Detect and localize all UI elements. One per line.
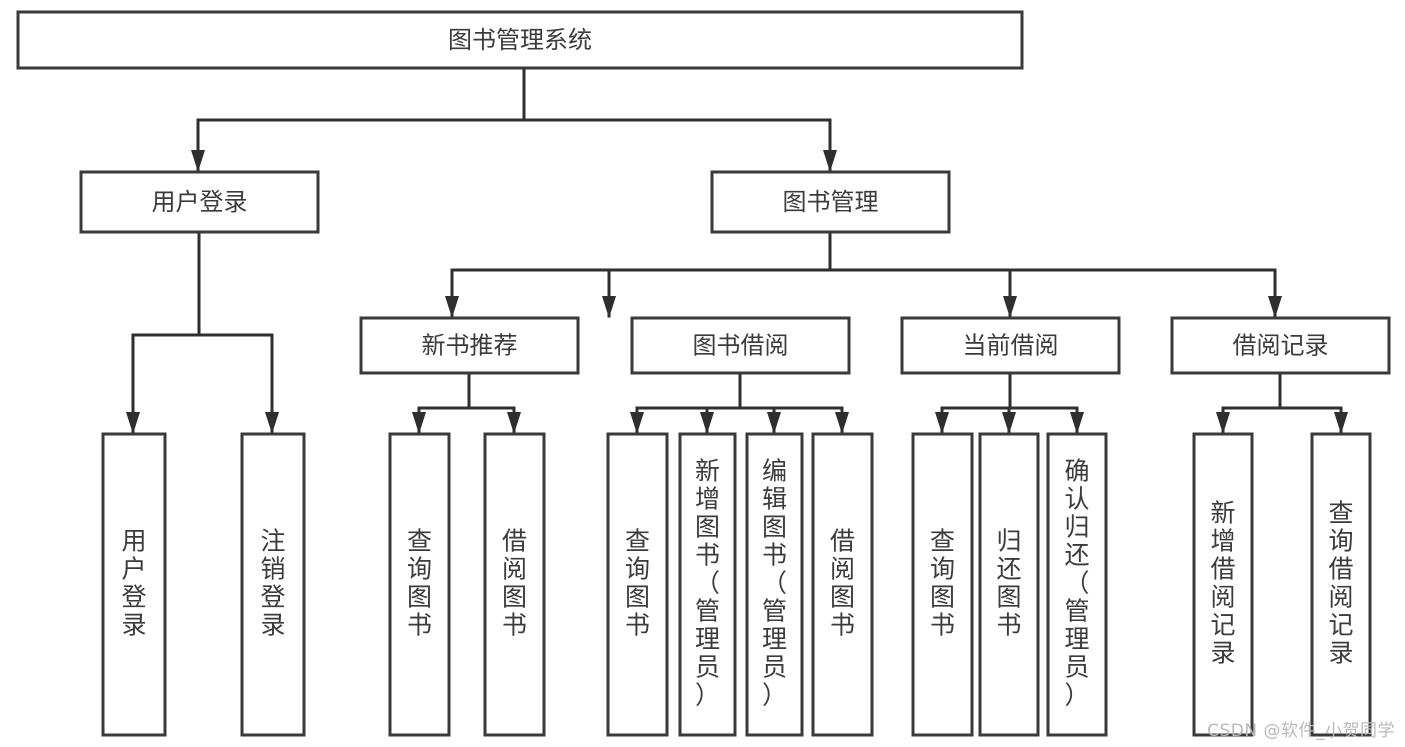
node-label-leaf-borrow-book-1: 借阅图书	[502, 527, 527, 640]
node-box-borrow-record[interactable]	[1170, 316, 1391, 375]
node-box-new-book-recommend[interactable]	[359, 316, 580, 375]
arrowhead-icon-book-borrow	[602, 296, 616, 318]
node-label-leaf-query-book-3: 查询图书	[930, 527, 955, 640]
node-box-leaf-add-record[interactable]	[1192, 432, 1254, 737]
arrowhead-icon-leaf-query-book-3	[935, 412, 949, 434]
node-box-book-management[interactable]	[710, 170, 951, 234]
node-leaf-query-book-3[interactable]: 查询图书	[911, 432, 974, 737]
node-label-leaf-query-record: 查询借阅记录	[1328, 499, 1353, 668]
arrowhead-icon-leaf-add-book	[700, 412, 714, 434]
node-label-leaf-query-book-1: 查询图书	[407, 527, 432, 640]
node-label-book-management: 图书管理	[783, 188, 879, 216]
node-box-leaf-query-book-2[interactable]	[606, 432, 669, 737]
node-label-borrow-record: 借阅记录	[1233, 332, 1329, 360]
node-new-book-recommend[interactable]: 新书推荐	[359, 316, 580, 375]
node-box-leaf-logout-login[interactable]	[240, 432, 306, 737]
arrowhead-icon-leaf-query-book-2	[630, 412, 644, 434]
node-leaf-edit-book[interactable]: 编辑图书（管理员）	[745, 432, 804, 737]
arrowhead-icon-new-book-recommend	[445, 296, 459, 318]
node-leaf-borrow-book-1[interactable]: 借阅图书	[483, 432, 546, 737]
node-borrow-record[interactable]: 借阅记录	[1170, 316, 1391, 375]
node-box-user-login[interactable]	[79, 170, 320, 234]
node-user-login[interactable]: 用户登录	[79, 170, 320, 234]
node-leaf-query-record[interactable]: 查询借阅记录	[1310, 432, 1372, 737]
node-label-leaf-return-book: 归还图书	[996, 527, 1021, 640]
node-leaf-query-book-2[interactable]: 查询图书	[606, 432, 669, 737]
node-leaf-user-login[interactable]: 用户登录	[101, 432, 167, 737]
node-box-leaf-borrow-book-1[interactable]	[483, 432, 546, 737]
node-layer: 图书管理系统用户登录图书管理新书推荐图书借阅当前借阅借阅记录用户登录注销登录查询…	[16, 10, 1391, 737]
arrowhead-icon-leaf-add-record	[1216, 412, 1230, 434]
node-label-current-borrow: 当前借阅	[963, 332, 1059, 360]
arrowhead-icon-book-management	[823, 150, 837, 172]
node-box-leaf-return-book[interactable]	[978, 432, 1040, 737]
arrowhead-icon-leaf-borrow-book-2	[835, 412, 849, 434]
node-book-management[interactable]: 图书管理	[710, 170, 951, 234]
node-root[interactable]: 图书管理系统	[16, 10, 1024, 70]
node-label-new-book-recommend: 新书推荐	[422, 332, 518, 360]
node-leaf-logout-login[interactable]: 注销登录	[240, 432, 306, 737]
arrowhead-icon-leaf-logout-login	[265, 412, 279, 434]
arrowhead-icon-borrow-record	[1268, 296, 1282, 318]
node-box-leaf-edit-book[interactable]	[745, 432, 804, 737]
node-label-leaf-logout-login: 注销登录	[260, 527, 285, 640]
node-leaf-add-record[interactable]: 新增借阅记录	[1192, 432, 1254, 737]
node-label-leaf-confirm-return: 确认归还（管理员）	[1064, 457, 1089, 710]
node-box-leaf-confirm-return[interactable]	[1046, 432, 1108, 737]
arrowhead-icon-leaf-borrow-book-1	[507, 412, 521, 434]
node-label-leaf-user-login: 用户登录	[121, 527, 146, 640]
node-label-leaf-add-book: 新增图书（管理员）	[695, 457, 720, 710]
node-box-root[interactable]	[16, 10, 1024, 70]
node-box-leaf-query-book-3[interactable]	[911, 432, 974, 737]
arrowhead-icon-leaf-query-record	[1334, 412, 1348, 434]
arrowhead-icon-leaf-edit-book	[767, 412, 781, 434]
node-label-book-borrow: 图书借阅	[693, 332, 789, 360]
node-label-leaf-borrow-book-2: 借阅图书	[830, 527, 855, 640]
node-leaf-add-book[interactable]: 新增图书（管理员）	[678, 432, 737, 737]
node-label-leaf-add-record: 新增借阅记录	[1210, 499, 1235, 668]
node-box-leaf-add-book[interactable]	[678, 432, 737, 737]
node-current-borrow[interactable]: 当前借阅	[900, 316, 1121, 375]
node-leaf-borrow-book-2[interactable]: 借阅图书	[811, 432, 874, 737]
node-box-leaf-user-login[interactable]	[101, 432, 167, 737]
node-box-leaf-query-book-1[interactable]	[388, 432, 451, 737]
node-leaf-confirm-return[interactable]: 确认归还（管理员）	[1046, 432, 1108, 737]
arrowhead-icon-leaf-confirm-return	[1070, 412, 1084, 434]
node-box-current-borrow[interactable]	[900, 316, 1121, 375]
arrowhead-icon-leaf-user-login	[126, 412, 140, 434]
connector-layer	[126, 66, 1348, 434]
node-box-book-borrow[interactable]	[630, 316, 851, 375]
arrowhead-icon-leaf-query-book-1	[412, 412, 426, 434]
node-box-leaf-query-record[interactable]	[1310, 432, 1372, 737]
node-leaf-return-book[interactable]: 归还图书	[978, 432, 1040, 737]
arrowhead-icon-leaf-return-book	[1002, 412, 1016, 434]
node-label-leaf-edit-book: 编辑图书（管理员）	[762, 457, 787, 710]
node-label-root: 图书管理系统	[448, 26, 592, 54]
node-label-user-login: 用户登录	[152, 188, 248, 216]
node-label-leaf-query-book-2: 查询图书	[625, 527, 650, 640]
node-book-borrow[interactable]: 图书借阅	[630, 316, 851, 375]
node-box-leaf-borrow-book-2[interactable]	[811, 432, 874, 737]
node-leaf-query-book-1[interactable]: 查询图书	[388, 432, 451, 737]
arrowhead-icon-current-borrow	[1003, 296, 1017, 318]
arrowhead-icon-user-login	[191, 150, 205, 172]
